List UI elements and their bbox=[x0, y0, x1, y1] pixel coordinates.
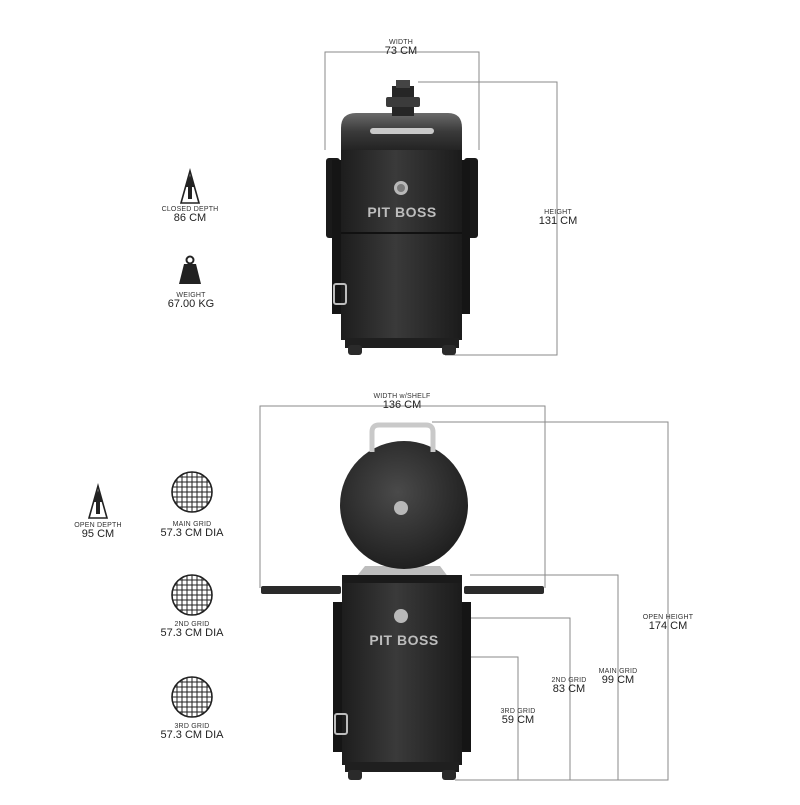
depth-arrow-icon-open bbox=[87, 483, 109, 519]
weight-caption: WEIGHT bbox=[176, 292, 206, 299]
thermometer-dial bbox=[397, 184, 405, 192]
closed-width-caption: WIDTH bbox=[389, 39, 413, 46]
second-grid-label: 2ND GRID 57.3 CM DIA bbox=[161, 621, 224, 640]
main-grid-caption: MAIN GRID bbox=[172, 521, 212, 528]
third-grid-height-label: 3RD GRID 59 CM bbox=[500, 708, 535, 727]
grill-grate-icons bbox=[171, 471, 213, 718]
foot-left bbox=[348, 345, 362, 355]
grill-grate-icon bbox=[171, 471, 213, 513]
open-height-value: 174 CM bbox=[648, 620, 688, 633]
barrel-rim bbox=[342, 575, 462, 583]
third-grid-line bbox=[470, 656, 519, 780]
lid-thermometer bbox=[394, 501, 408, 515]
thermometer-open bbox=[394, 609, 408, 623]
main-grid-line bbox=[470, 574, 619, 780]
open-width-caption: WIDTH w/SHELF bbox=[373, 393, 431, 400]
third-grid-value: 57.3 CM DIA bbox=[160, 729, 224, 742]
open-depth-label: OPEN DEPTH 95 CM bbox=[74, 522, 122, 541]
grill-grate-icon bbox=[171, 676, 213, 718]
foot-right-open bbox=[442, 770, 456, 780]
weight-label: WEIGHT 67.00 KG bbox=[168, 292, 214, 311]
barrel-body-open bbox=[342, 575, 462, 765]
right-leg-bracket bbox=[460, 160, 470, 314]
third-grid-label: 3RD GRID 57.3 CM DIA bbox=[161, 723, 224, 742]
third-grid-height-caption: 3RD GRID bbox=[500, 708, 536, 715]
door-latch-open bbox=[334, 713, 348, 735]
chimney-cap bbox=[396, 80, 410, 88]
left-leg-bracket bbox=[332, 160, 342, 314]
open-smoker: PIT BOSS bbox=[261, 422, 544, 780]
left-side-shelf bbox=[261, 586, 341, 594]
weight-icon bbox=[179, 255, 201, 284]
brand-logo: PIT BOSS bbox=[367, 204, 436, 220]
second-grid-caption: 2ND GRID bbox=[174, 621, 210, 628]
closed-width-value: 73 CM bbox=[384, 45, 418, 58]
open-width-label: WIDTH w/SHELF 136 CM bbox=[373, 393, 430, 412]
open-depth-value: 95 CM bbox=[81, 528, 115, 541]
second-grid-height-label: 2ND GRID 83 CM bbox=[551, 677, 586, 696]
weight-value: 67.00 KG bbox=[167, 298, 215, 311]
closed-depth-label: CLOSED DEPTH 86 CM bbox=[162, 206, 219, 225]
brand-logo-open: PIT BOSS bbox=[369, 632, 438, 648]
open-height-caption: OPEN HEIGHT bbox=[642, 614, 694, 621]
closed-height-label: HEIGHT 131 CM bbox=[539, 209, 578, 228]
closed-height-caption: HEIGHT bbox=[544, 209, 572, 216]
door-latch bbox=[333, 283, 347, 305]
main-grid-height-value: 99 CM bbox=[601, 674, 635, 687]
open-width-value: 136 CM bbox=[382, 399, 422, 412]
open-height-label: OPEN HEIGHT 174 CM bbox=[643, 614, 693, 633]
closed-smoker: PIT BOSS bbox=[326, 80, 478, 355]
base-plate bbox=[345, 338, 459, 348]
third-grid-height-value: 59 CM bbox=[501, 714, 535, 727]
open-height-line bbox=[432, 421, 669, 781]
depth-arrow-icon bbox=[179, 168, 201, 204]
closed-depth-value: 86 CM bbox=[173, 212, 207, 225]
foot-right bbox=[442, 345, 456, 355]
lid-handle bbox=[370, 128, 434, 134]
main-grid-value: 57.3 CM DIA bbox=[160, 527, 224, 540]
open-dimension-lines bbox=[259, 405, 669, 781]
right-side-shelf bbox=[464, 586, 544, 594]
second-grid-height-caption: 2ND GRID bbox=[551, 677, 587, 684]
main-grid-label: MAIN GRID 57.3 CM DIA bbox=[161, 521, 224, 540]
base-plate-open bbox=[345, 762, 459, 772]
grill-grate-icon bbox=[171, 574, 213, 616]
second-grid-value: 57.3 CM DIA bbox=[160, 627, 224, 640]
barrel-body bbox=[341, 150, 462, 340]
open-depth-caption: OPEN DEPTH bbox=[74, 522, 122, 529]
body-seam bbox=[341, 232, 462, 234]
main-grid-height-caption: MAIN GRID bbox=[598, 668, 638, 675]
closed-dimension-lines bbox=[324, 51, 558, 356]
closed-depth-caption: CLOSED DEPTH bbox=[161, 206, 219, 213]
chimney-damper bbox=[386, 97, 420, 107]
second-grid-line bbox=[470, 617, 571, 780]
closed-height-value: 131 CM bbox=[538, 215, 578, 228]
main-grid-height-label: MAIN GRID 99 CM bbox=[599, 668, 638, 687]
right-leg-bracket-open bbox=[461, 602, 471, 752]
closed-height-line bbox=[418, 81, 558, 356]
open-lid-handle bbox=[369, 422, 436, 452]
open-width-line bbox=[259, 405, 546, 588]
left-leg-bracket-open bbox=[333, 602, 343, 752]
foot-left-open bbox=[348, 770, 362, 780]
closed-width-label: WIDTH 73 CM bbox=[385, 39, 417, 58]
second-grid-height-value: 83 CM bbox=[552, 683, 586, 696]
third-grid-caption: 3RD GRID bbox=[174, 723, 210, 730]
closed-width-line bbox=[324, 51, 480, 150]
